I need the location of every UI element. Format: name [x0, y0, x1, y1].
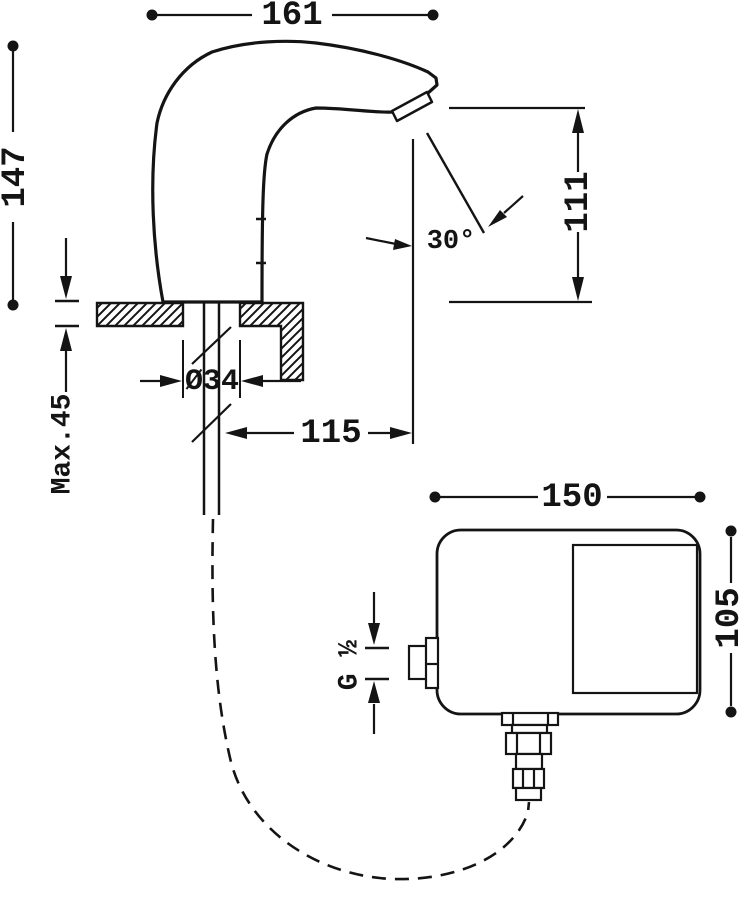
- spray-angle-label: 30°: [427, 227, 476, 257]
- dim-thread-label: G ½: [335, 640, 366, 691]
- dim-hole-diameter-label: Ø34: [185, 365, 239, 399]
- fitting-hex-nut: [504, 731, 553, 756]
- deck-right-corner: [238, 301, 305, 382]
- control-box: [407, 528, 702, 716]
- fitting-flange: [500, 711, 560, 727]
- dim-overall-height-label: 147: [0, 146, 35, 207]
- arrowhead-up: [572, 109, 584, 133]
- dim-endpoint-dot: [427, 9, 439, 21]
- fitting-lower-nut: [511, 767, 546, 790]
- arrowhead-left: [225, 427, 247, 439]
- dim-overall-length: 161: [146, 0, 439, 35]
- deck-cross-section: [95, 301, 305, 382]
- arrowhead-down: [368, 623, 380, 645]
- bottom-fitting: [500, 711, 560, 802]
- dim-endpoint-dot: [725, 525, 737, 537]
- dim-outlet-height-label: 111: [560, 171, 598, 232]
- arrowhead-up: [368, 681, 380, 703]
- dim-endpoint-dot: [694, 491, 706, 503]
- faucet-body-outline: [151, 39, 439, 304]
- dim-thread: G ½: [335, 592, 389, 734]
- arrowhead-right: [393, 239, 412, 250]
- pipe-lines: [202, 303, 221, 515]
- dim-box-width-label: 150: [541, 479, 602, 517]
- arrowhead-down: [60, 276, 72, 299]
- dim-hole-diameter: Ø34: [140, 340, 301, 399]
- dim-endpoint-dot: [7, 299, 19, 311]
- dim-endpoint-dot: [146, 9, 158, 21]
- dim-outlet-height: 111: [449, 106, 598, 304]
- faucet: [151, 39, 439, 304]
- dim-deck-thickness: Max.45: [48, 238, 79, 495]
- dim-overall-height: 147: [0, 40, 35, 311]
- arrowhead-left: [241, 375, 263, 387]
- fitting-neck: [514, 752, 544, 771]
- dim-deck-thickness-label: Max.45: [48, 394, 79, 495]
- dim-overall-length-label: 161: [261, 0, 322, 35]
- dim-endpoint-dot: [7, 40, 19, 52]
- arrowhead-up: [60, 328, 72, 351]
- dim-box-height-label: 105: [711, 587, 745, 648]
- dim-box-height: 105: [711, 525, 745, 718]
- deck-left-slab: [95, 301, 185, 328]
- dim-endpoint-dot: [725, 706, 737, 718]
- spray-angle-line: [425, 132, 486, 234]
- pipe-break-slashes: [191, 326, 232, 443]
- sensor-window-ticks: [256, 217, 266, 265]
- aerator-outlet: [390, 90, 434, 123]
- arrowhead-down: [572, 277, 584, 301]
- dim-box-width: 150: [429, 479, 706, 517]
- dim-outlet-reach-label: 115: [300, 415, 361, 453]
- spray-angle-annotation: 30°: [365, 132, 524, 444]
- arrowhead-down-left: [488, 210, 507, 227]
- supply-pipes: [191, 303, 232, 515]
- arrowhead-right: [160, 375, 182, 387]
- connection-hose-dashed: [211, 518, 531, 881]
- arrowhead-right: [390, 427, 412, 439]
- dim-endpoint-dot: [429, 491, 441, 503]
- fitting-cap: [514, 786, 543, 802]
- control-box-label-panel: [571, 543, 699, 695]
- dim-outlet-reach: 115: [225, 415, 412, 453]
- fitting-collar: [510, 723, 549, 735]
